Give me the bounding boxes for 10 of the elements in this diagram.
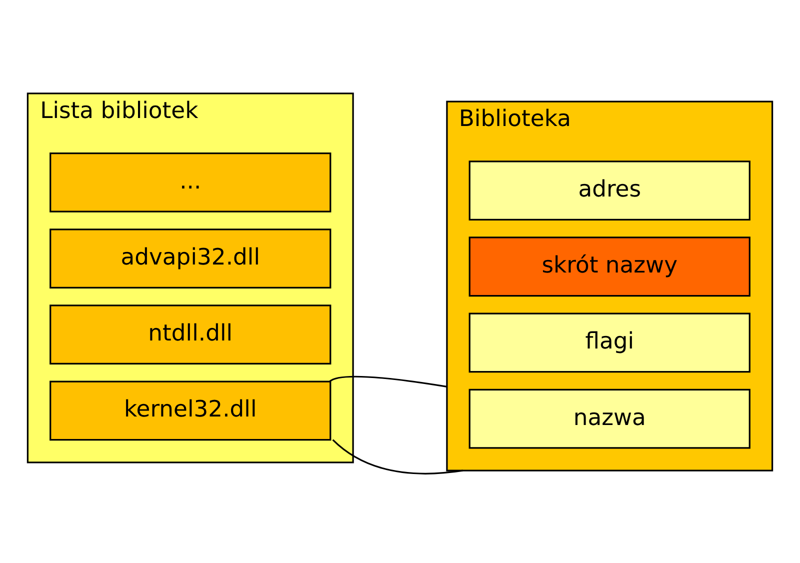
node-box: flagi <box>468 312 750 372</box>
connector <box>329 375 448 387</box>
node-box: advapi32.dll <box>50 228 332 288</box>
node-box: adres <box>468 160 750 220</box>
connector <box>332 438 463 474</box>
node-box: nazwa <box>468 388 750 448</box>
node-box: skrót nazwy <box>468 236 750 296</box>
node-box: kernel32.dll <box>50 380 332 440</box>
node-box: ... <box>50 152 332 212</box>
node-box: ntdll.dll <box>50 304 332 364</box>
